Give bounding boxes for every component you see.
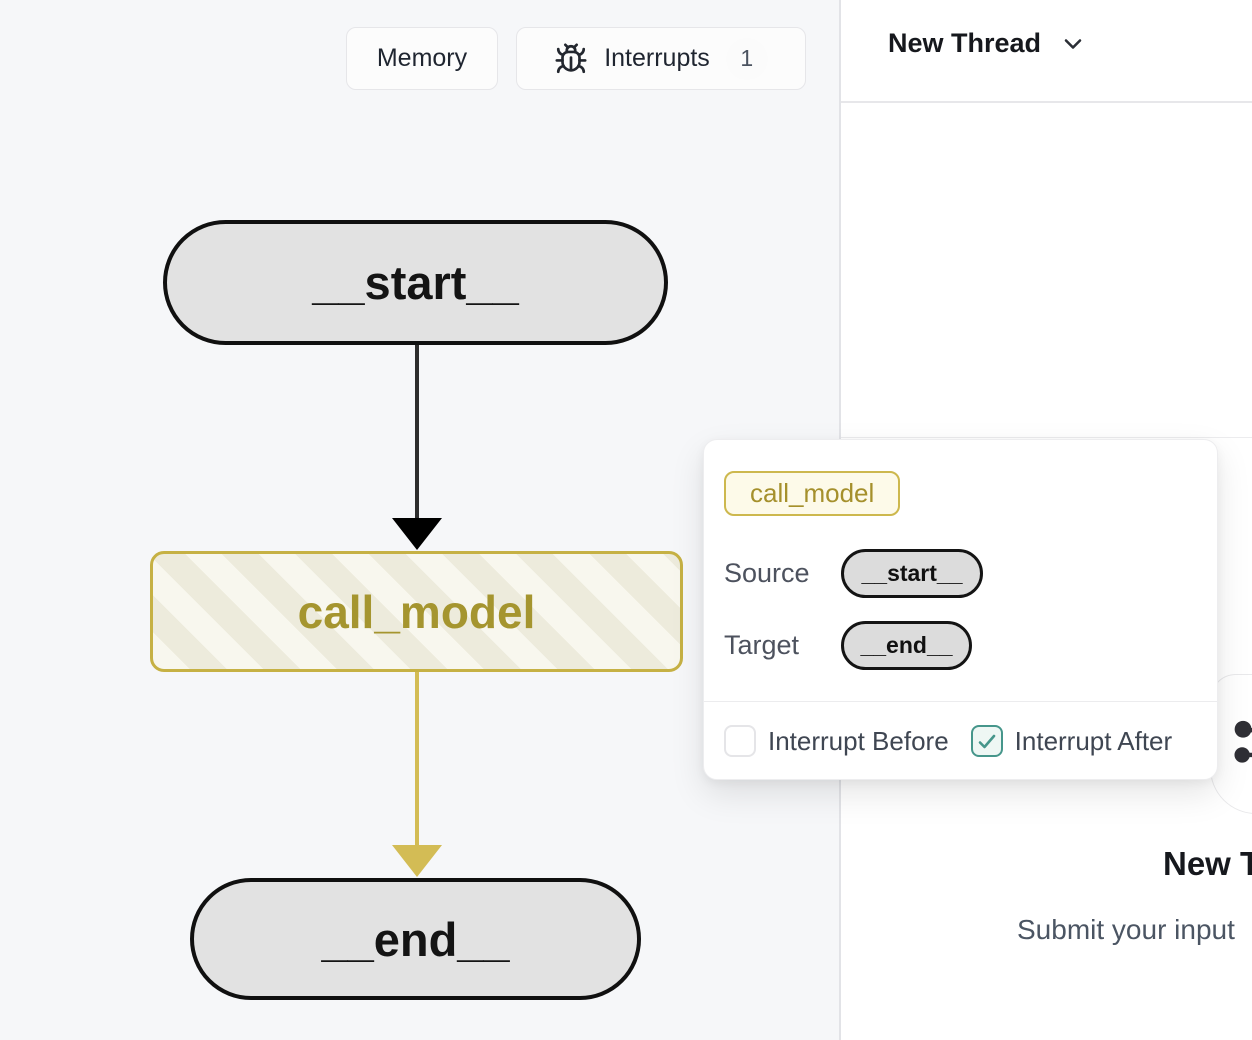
empty-state-subtitle: Submit your input [1017, 914, 1235, 945]
interrupt-before-checkbox[interactable] [724, 725, 756, 757]
interrupt-options-row: Interrupt Before Interrupt After [724, 725, 1199, 757]
graph-node-start[interactable]: __start__ [163, 220, 668, 345]
edge-start-to-call-model [415, 345, 419, 519]
memory-button-label: Memory [376, 44, 468, 72]
thread-selector[interactable]: New Thread [888, 28, 1087, 59]
edge-end-arrowhead-icon [392, 845, 442, 877]
popover-node-badge-label: call_model [750, 478, 875, 508]
target-value-label: __end__ [860, 632, 953, 658]
empty-state-title: New Thread [1163, 845, 1252, 882]
source-value-pill[interactable]: __start__ [841, 549, 983, 598]
edge-start-arrowhead-icon [392, 518, 442, 550]
chevron-down-icon [1059, 30, 1087, 58]
interrupts-button[interactable]: Interrupts 1 [516, 27, 806, 90]
interrupts-count-badge: 1 [725, 37, 768, 80]
thread-section-divider [841, 437, 1252, 438]
interrupt-after-checkbox[interactable] [970, 725, 1003, 757]
interrupt-before-label: Interrupt Before [768, 725, 949, 756]
graph-node-call-model-label: call_model [297, 585, 536, 638]
target-value-pill[interactable]: __end__ [841, 621, 972, 670]
edge-call-model-to-end [415, 672, 419, 846]
memory-button[interactable]: Memory [346, 27, 498, 90]
graph-node-call-model[interactable]: call_model [150, 551, 683, 672]
node-detail-popover: call_model Source __start__ Target __end… [703, 439, 1218, 780]
popover-node-badge[interactable]: call_model [724, 471, 901, 516]
source-value-label: __start__ [861, 560, 963, 586]
bug-icon [554, 42, 588, 76]
checkmark-icon [975, 729, 999, 753]
graph-node-start-label: __start__ [312, 256, 519, 309]
interrupts-button-label: Interrupts [604, 44, 710, 72]
interrupt-after-label: Interrupt After [1014, 725, 1173, 756]
workflow-icon [1233, 719, 1252, 767]
header-divider [841, 101, 1252, 103]
target-label: Target [724, 630, 800, 660]
graph-node-end-label: __end__ [321, 912, 510, 966]
thread-title: New Thread [888, 28, 1042, 58]
popover-divider [704, 701, 1217, 702]
graph-node-end[interactable]: __end__ [190, 878, 641, 1000]
source-label: Source [724, 558, 810, 588]
graph-canvas[interactable]: Memory Interrupts 1 __start__ call [0, 0, 840, 1040]
